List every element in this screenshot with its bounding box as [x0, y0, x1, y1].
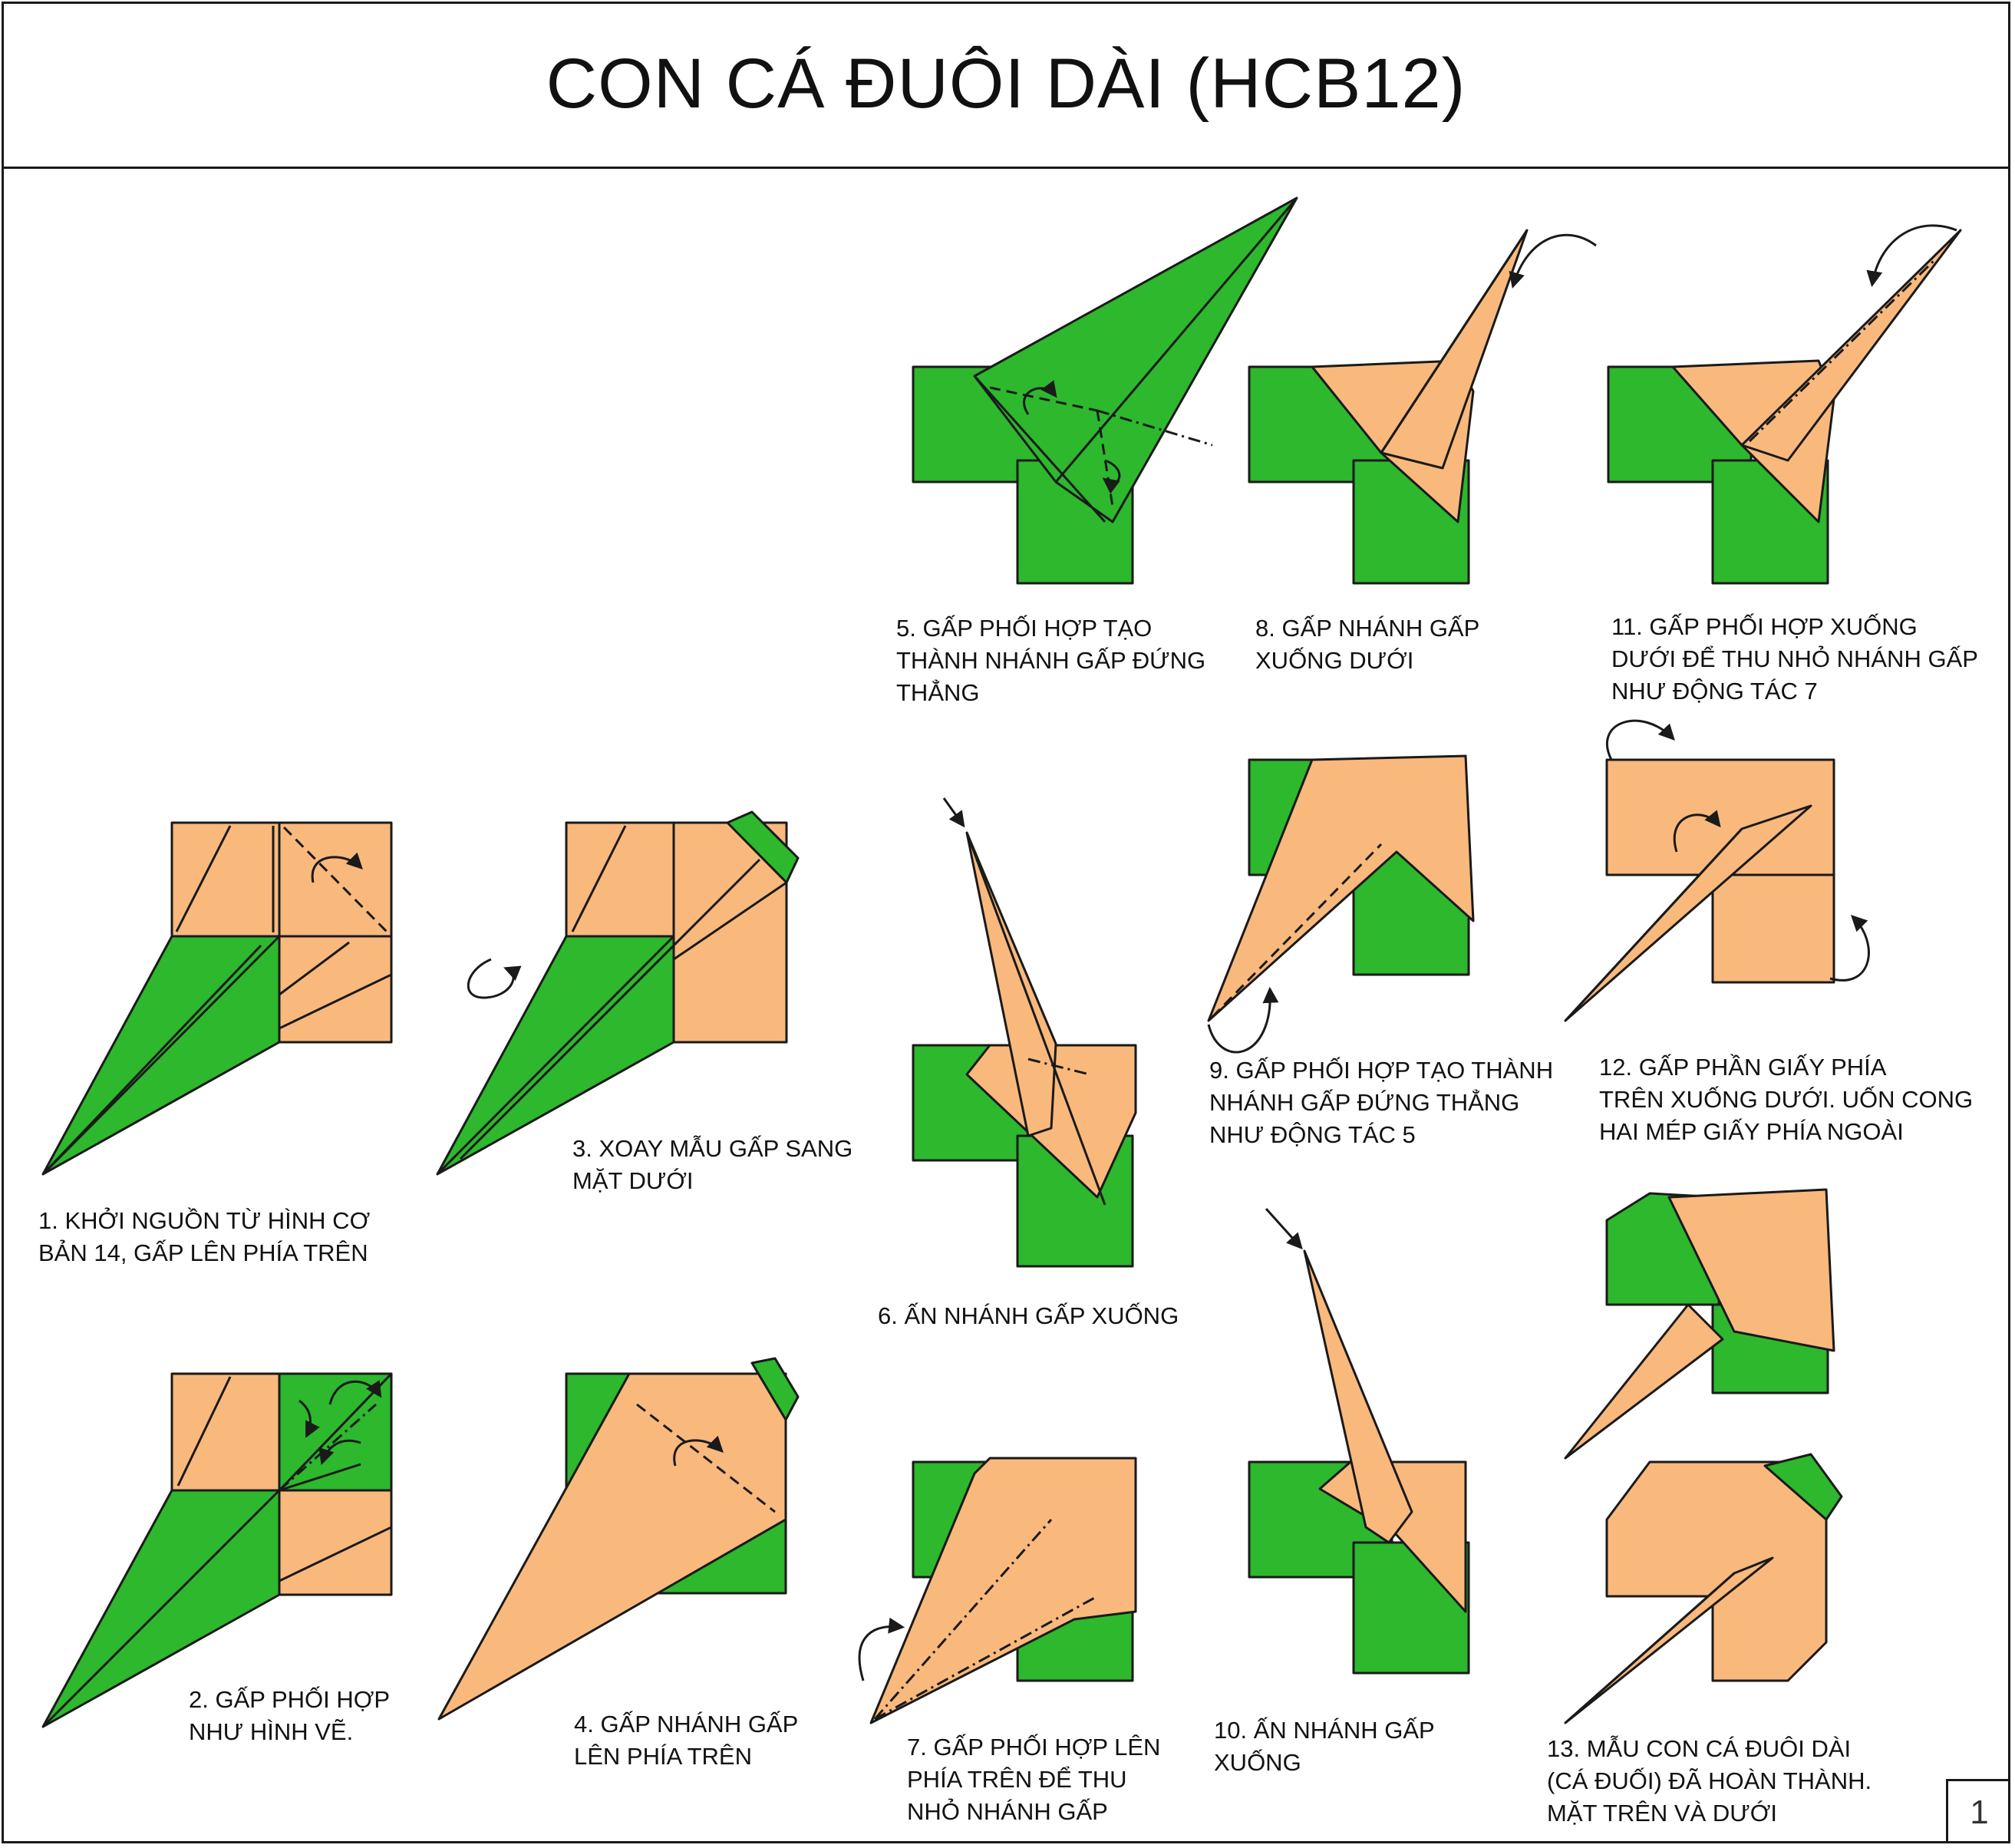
step-9-caption: 9. GẤP PHỐI HỢP TẠO THÀNH NHÁNH GẤP ĐỨNG… [1209, 1057, 1554, 1148]
page-title: CON CÁ ĐUÔI DÀI (HCB12) [546, 45, 1466, 123]
step-12-figure [1564, 719, 1870, 1022]
step-6-caption: 6. ẤN NHÁNH GẤP XUỐNG [878, 1302, 1179, 1329]
step-9-figure [1207, 754, 1475, 1054]
step-2-figure [41, 1372, 393, 1728]
step-8-caption: 8. GẤP NHÁNH GẤP XUỐNG DƯỚI [1255, 615, 1480, 674]
step-2-caption: 2. GẤP PHỐI HỢP NHƯ HÌNH VẼ. [189, 1686, 391, 1745]
step-6-figure [912, 797, 1137, 1268]
step-13-caption: 13. MẪU CON CÁ ĐUÔI DÀI (CÁ ĐUỐI) ĐÃ HOÀ… [1547, 1735, 1872, 1827]
step-1-figure [41, 821, 393, 1176]
step-8-figure [1248, 229, 1597, 585]
step-3-figure [436, 810, 800, 1176]
step-11-caption: 11. GẤP PHỐI HỢP XUỐNG DƯỚI ĐỂ THU NHỎ N… [1611, 613, 1978, 705]
page-number: 1 [1946, 1779, 2010, 1843]
step-5-figure [912, 196, 1298, 585]
step-13-bottom-figure [1564, 1453, 1843, 1724]
step-11-figure [1607, 224, 1962, 585]
step-4-figure [437, 1357, 800, 1721]
step-7-figure [858, 1457, 1137, 1724]
step-10-figure [1248, 1207, 1470, 1675]
step-7-caption: 7. GẤP PHỐI HỢP LÊN PHÍA TRÊN ĐỂ THU NHỎ… [907, 1734, 1161, 1825]
step-12-caption: 12. GẤP PHẦN GIẤY PHÍA TRÊN XUỐNG DƯỚI. … [1599, 1054, 1974, 1145]
step-1-caption: 1. KHỞI NGUỒN TỪ HÌNH CƠ BẢN 14, GẤP LÊN… [38, 1207, 371, 1266]
step-4-caption: 4. GẤP NHÁNH GẤP LÊN PHÍA TRÊN [574, 1711, 799, 1770]
step-10-caption: 10. ẤN NHÁNH GẤP XUỐNG [1214, 1717, 1435, 1776]
step-13-top-figure [1564, 1188, 1835, 1460]
title-bar: CON CÁ ĐUÔI DÀI (HCB12) [2, 2, 2010, 169]
step-3-caption: 3. XOAY MẪU GẤP SANG MẶT DƯỚI [572, 1135, 853, 1194]
step-5-caption: 5. GẤP PHỐI HỢP TẠO THÀNH NHÁNH GẤP ĐỨNG… [896, 615, 1206, 706]
